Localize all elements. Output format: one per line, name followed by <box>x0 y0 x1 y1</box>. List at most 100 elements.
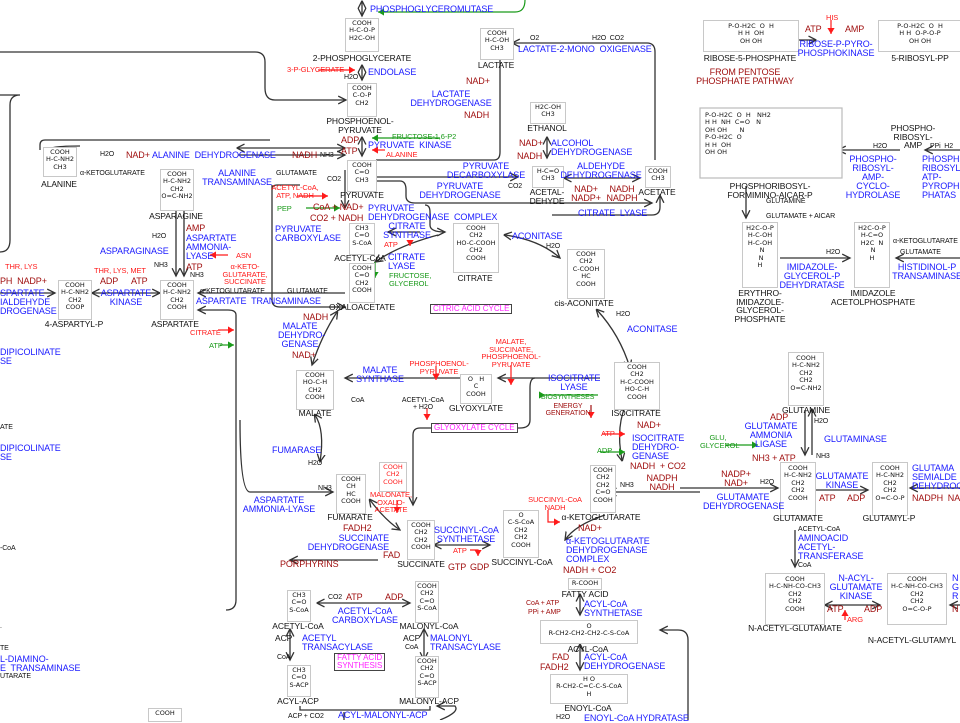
enzyme-citrate-lyase-top[interactable]: CITRATE LYASE <box>578 208 648 218</box>
enzyme-isocitrate-dehydrogenase[interactable]: ISOCITRATE DEHYDRO- GENASE <box>632 433 685 461</box>
enzyme-alanine-dehydrogenase[interactable]: ALANINE DEHYDROGENASE <box>152 150 276 160</box>
cycle-label-fatty-acid-synthesis[interactable]: FATTY ACID SYNTHESIS <box>334 653 386 671</box>
enzyme-enoyl-coa-hydratase[interactable]: ENOYL-CoA HYDRATASE <box>584 713 689 723</box>
compound-box-asparagine[interactable]: COOH H-C-NH2 CH2 O=C-NH2 <box>160 169 194 211</box>
compound-box-ethanol[interactable]: H2C-OH CH3 <box>530 102 566 124</box>
compound-box-acetate[interactable]: COOH CH3 <box>645 166 671 188</box>
enzyme-n-acyl-glutamate-kinase[interactable]: N-ACYL- GLUTAMATE KINASE <box>829 573 883 601</box>
enzyme-aspartate-kinase[interactable]: ASPARTATE KINASE <box>100 288 152 307</box>
enzyme-glutamate-ammonia-ligase[interactable]: GLUTAMATE AMMONIA LIGASE <box>744 421 798 449</box>
compound-box-succinate[interactable]: COOH CH2 CH2 COOH <box>407 520 435 560</box>
compound-box-pyruvate[interactable]: COOH C=O CH3 <box>347 160 377 192</box>
enzyme-aminoacid-acetyltransferase[interactable]: AMINOACID ACETYL- TRANSFERASE <box>798 533 864 561</box>
enzyme-glutamate-kinase[interactable]: GLUTAMATE KINASE <box>815 471 869 490</box>
enzyme-succinyl-coa-synthetase[interactable]: SUCCINYL-CoA SYNTHETASE <box>434 525 499 544</box>
enzyme-pyruvate-kinase[interactable]: PYRUVATE KINASE <box>368 140 452 150</box>
cofactor-nadh-mdh: NADH <box>303 312 329 322</box>
compound-box-oxaloacetate[interactable]: COOH C=O CH2 COOH <box>349 263 375 303</box>
enzyme-aconitase-2[interactable]: ACONITASE <box>627 324 678 334</box>
enzyme-glutaminase[interactable]: GLUTAMINASE <box>824 434 887 444</box>
enzyme-pr-amp-cyclohydrolase[interactable]: PHOSPHO- RIBOSYL- AMP- CYCLO- HYDROLASE <box>845 154 901 200</box>
enzyme-ribose-p-pyrophosphokinase[interactable]: RIBOSE-P-PYRO- PHOSPHOKINASE <box>797 39 875 58</box>
enzyme-isocitrate-lyase[interactable]: ISOCITRATE LYASE <box>548 373 601 392</box>
enzyme-acyl-malonyl-acp[interactable]: ACYL-MALONYL-ACP <box>338 710 428 720</box>
compound-box-fatty-acid[interactable]: R-COOH <box>568 578 602 590</box>
enzyme-aspartate-transaminase[interactable]: ASPARTATE TRANSAMINASE <box>196 296 321 306</box>
enzyme-malate-synthase[interactable]: MALATE SYNTHASE <box>356 365 404 384</box>
enzyme-aconitase-1[interactable]: ACONITASE <box>512 231 563 241</box>
enzyme-histidinol-p-transaminase[interactable]: HISTIDINOL-P TRANSAMINASE <box>892 262 960 281</box>
compound-box-2-phosphoglycerate[interactable]: COOH H-C-O-P H2C-OH <box>345 18 379 52</box>
compound-box-glyoxylate[interactable]: O H C COOH <box>460 374 492 404</box>
enzyme-akg-dehydrogenase[interactable]: α-KETOGLUTARATE DEHYDROGENASE COMPLEX <box>566 536 650 564</box>
compound-box-acyl-acp[interactable]: CH3 C=O S-ACP <box>287 665 311 697</box>
enzyme-aspartate-ammonia-lyase[interactable]: ASPARTATE AMMONIA-LYASE <box>242 495 316 514</box>
compound-box-cis-aconitate[interactable]: COOH CH2 C-COOH HC COOH <box>567 249 605 299</box>
compound-box-alanine[interactable]: COOH H-C-NH2 CH3 <box>43 147 77 177</box>
cycle-label-citric-acid[interactable]: CITRIC ACID CYCLE <box>430 304 513 314</box>
compound-box-n-acetyl-glutamate[interactable]: COOH H-C-NH-CO-CH3 CH2 CH2 COOH <box>765 573 825 625</box>
enzyme-acetyl-coa-carboxylase[interactable]: ACETYL-CoA CARBOXYLASE <box>332 606 398 625</box>
enzyme-glutamate-semialdehyde-dh[interactable]: GLUTAMA SEMIALDE DEHYDROG <box>912 463 960 491</box>
cofactor-n-right: N <box>952 604 959 614</box>
enzyme-pyruvate-decarboxylase[interactable]: PYRUVATE DECARBOXYLASE <box>446 161 526 180</box>
compound-box-succinyl-coa[interactable]: O C-S-CoA CH2 CH2 COOH <box>503 510 539 558</box>
compound-box-acetyl-coa[interactable]: CH3 C=O S-CoA <box>349 223 375 255</box>
compound-box-fumarate[interactable]: COOH CH HC COOH <box>336 474 366 514</box>
enzyme-citrate-synthase[interactable]: CITRATE SYNTHASE <box>383 221 431 240</box>
cofactor-atp-nag: ATP <box>827 604 844 614</box>
cycle-label-glyoxylate[interactable]: GLYOXYLATE CYCLE <box>431 423 518 433</box>
enzyme-alcohol-dehydrogenase[interactable]: ALCOHOL DEHYDROGENASE <box>551 138 633 157</box>
enzyme-pdh-complex[interactable]: PYRUVATE DEHYDROGENASE COMPLEX <box>368 203 498 222</box>
enzyme-aspartate-semialdehyde-dh[interactable]: SPARTATE IALDEHYDE DROGENASE <box>0 288 57 316</box>
compound-box-glutamate[interactable]: COOH H-C-NH2 CH2 CH2 COOH <box>780 462 816 516</box>
enzyme-asparaginase[interactable]: ASPARAGINASE <box>100 246 169 256</box>
enzyme-citrate-lyase[interactable]: CITRATE LYASE <box>388 252 426 271</box>
enzyme-fumarase[interactable]: FUMARASE <box>272 445 322 455</box>
enzyme-lactate-dehydrogenase[interactable]: LACTATE DEHYDROGENASE <box>410 89 492 108</box>
enzyme-dipicolinate-2[interactable]: DIPICOLINATE SE <box>0 443 61 462</box>
compound-box-glutamine[interactable]: COOH H-C-NH2 CH2 CH2 O=C-NH2 <box>788 352 824 406</box>
compound-box-citrate[interactable]: COOH CH2 HO-C-COOH CH2 COOH <box>453 223 499 273</box>
enzyme-dipicolinate-1[interactable]: DIPICOLINATE SE <box>0 347 61 366</box>
compound-box-akg[interactable]: COOH CH2 CH2 C=O COOH <box>590 465 616 513</box>
compound-box-igp[interactable]: H2C-O-P H-C-OH H-C-OH N N H <box>742 222 778 288</box>
enzyme-aldehyde-dehydrogenase[interactable]: ALDEHYDE DEHYDROGENASE <box>560 161 642 180</box>
enzyme-diamino-transaminase[interactable]: L-DIAMINO- E TRANSAMINASE <box>0 654 81 673</box>
compound-box-n-acetyl-glutamyl[interactable]: COOH H-C-NH-CO-CH3 CH2 CH2 O=C-O-P <box>887 573 947 625</box>
enzyme-glutamate-dehydrogenase[interactable]: GLUTAMATE DEHYDROGENASE <box>703 492 785 511</box>
enzyme-acetyl-transacylase[interactable]: ACETYL TRANSACYLASE <box>302 633 373 652</box>
enzyme-pyruvate-carboxylase[interactable]: PYRUVATE CARBOXYLASE <box>275 224 341 243</box>
compound-box-malonyl-acp[interactable]: COOH CH2 C=O S-ACP <box>415 656 439 698</box>
compound-box-glutamyl-p[interactable]: COOH H-C-NH2 CH2 CH2 O=C-O-P <box>872 462 908 516</box>
compound-box-pep[interactable]: COOH C-O-P CH2 <box>347 83 377 117</box>
compound-box-aspartate[interactable]: COOH H-C-NH2 CH2 COOH <box>160 280 194 320</box>
compound-box-malonyl-coa[interactable]: COOH CH2 C=O S-CoA <box>415 581 439 623</box>
enzyme-succinate-dehydrogenase[interactable]: SUCCINATE DEHYDROGENASE <box>307 533 389 552</box>
compound-box-ribose-5-phosphate[interactable]: P-O-H2C O H H H OH OH OH <box>703 20 799 52</box>
compound-box-aspartyl-p[interactable]: COOH H-C-NH2 CH2 COOP <box>58 280 92 320</box>
enzyme-right-edge[interactable]: N G R <box>952 573 959 601</box>
enzyme-igp-dehydratase[interactable]: IMIDAZOLE- GLYCEROL-P DEHYDRATASE <box>779 262 845 290</box>
compound-box-acyl-coa[interactable]: O R-CH2-CH2-CH2-C-S-CoA <box>540 620 638 644</box>
enzyme-alanine-transaminase[interactable]: ALANINE TRANSAMINASE <box>202 168 272 187</box>
enzyme-endolase[interactable]: ENDOLASE <box>368 67 417 77</box>
enzyme-acyl-coa-synthetase[interactable]: ACYL-CoA SYNTHETASE <box>584 599 643 618</box>
compound-box-isocitrate[interactable]: COOH CH2 H-C-COOH HO-C-H COOH <box>614 362 660 410</box>
compound-box-acetaldehyde[interactable]: H-C=O CH3 <box>532 166 564 188</box>
compound-box-fa-acetyl-coa[interactable]: CH3 C=O S-CoA <box>287 590 311 622</box>
compound-box-5-ribosyl-pp[interactable]: P-O-H2C O H H H O-P-O-P OH OH <box>878 20 960 52</box>
compound-box-lactate[interactable]: COOH H-C-OH CH3 <box>480 28 514 60</box>
enzyme-pr-atp-pyrophosphatase[interactable]: PHOSPH RIBOSYL ATP- PYROPH PHATAS <box>922 154 960 200</box>
enzyme-acyl-coa-dehydrogenase[interactable]: ACYL-CoA DEHYDROGENASE <box>584 652 666 671</box>
enzyme-pyruvate-dehydrogenase[interactable]: PYRUVATE DEHYDROGENASE <box>419 181 501 200</box>
compound-box-malate[interactable]: COOH HO-C-H CH2 COOH <box>296 370 334 410</box>
compound-box-iap[interactable]: H2C-O-P H-C=O H2C N N H <box>854 222 890 288</box>
compound-box-enoyl-coa[interactable]: H O R-CH2-C=C-C-S-CoA H <box>550 674 628 704</box>
enzyme-lactate-2-mono-oxigenase[interactable]: LACTATE-2-MONO OXIGENASE <box>518 44 652 54</box>
enzyme-aspartate-ammonia-lyase-top[interactable]: ASPARTATE AMMONIA- LYASE <box>186 233 237 261</box>
enzyme-phosphoglyceromutase[interactable]: PHOSPHOGLYCEROMUTASE <box>370 4 494 14</box>
enzyme-malonyl-transacylase[interactable]: MALONYL TRANSACYLASE <box>430 633 501 652</box>
cofactor-nadph-nadh: NADPH NADH <box>646 473 678 492</box>
enzyme-malate-dehydrogenase[interactable]: MALATE DEHYDRO- GENASE <box>278 321 326 349</box>
